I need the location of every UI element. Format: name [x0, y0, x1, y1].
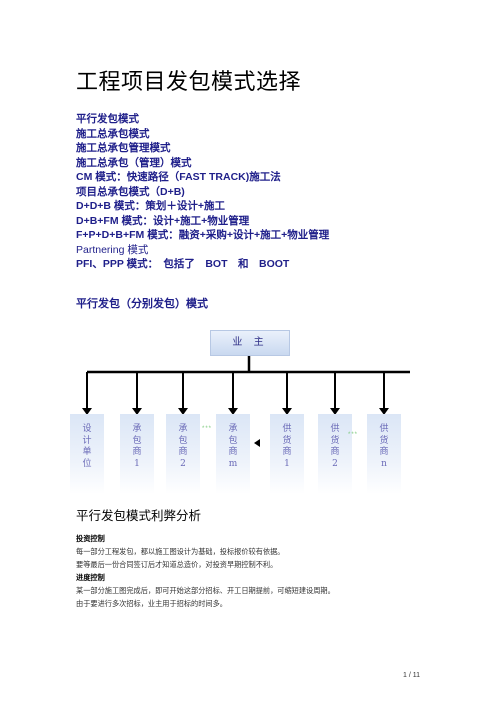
pointer-triangle: [254, 439, 260, 447]
list-item: Partnering 模式: [76, 243, 149, 256]
list-item: CM 模式：快速路径（FAST TRACK)施工法: [76, 171, 281, 183]
list-item: 施工总承包（管理）模式: [76, 156, 192, 169]
list-item: D+D+B 模式：策划＋设计+施工: [76, 200, 226, 212]
analysis-body: 投资控制 每一部分工程发包，都以施工图设计为基础，投标报价较有依据。 要等最后一…: [76, 532, 335, 610]
analysis-heading: 平行发包模式利弊分析: [76, 508, 202, 523]
paragraph-line: 某一部分施工图完成后，即可开始这部分招标、开工日期提前，可缩短建设周期。: [76, 586, 335, 595]
connector-lines: [82, 355, 410, 415]
list-item: 项目总承包模式（D+B): [76, 185, 185, 198]
list-item: D+B+FM 模式：设计+施工+物业管理: [76, 214, 250, 227]
list-item: 施工总承包管理模式: [76, 142, 171, 154]
subheading: 投资控制: [76, 534, 105, 543]
page-title: 工程项目发包模式选择: [76, 70, 302, 95]
page-number: 1 / 11: [403, 672, 420, 679]
list-item: 平行发包模式: [76, 113, 139, 125]
paragraph-line: 要等最后一份合同签订后才知道总造价，对投资早期控制不利。: [76, 560, 278, 569]
paragraph-line: 由于要进行多次招标，业主用于招标的时间多。: [76, 599, 227, 608]
owner-box: 业 主: [210, 330, 290, 356]
subheading: 进度控制: [76, 573, 105, 582]
list-item: PFI、PPP 模式： 包括了 BOT 和 BOOT: [76, 258, 290, 270]
ellipsis-dots: ***: [202, 426, 213, 432]
paragraph-line: 每一部分工程发包，都以施工图设计为基础，投标报价较有依据。: [76, 547, 285, 556]
list-item: 施工总承包模式: [76, 127, 150, 140]
ellipsis-dots: ***: [348, 432, 359, 438]
design-unit-box: 设计单位: [70, 414, 104, 494]
list-item: F+P+D+B+FM 模式：融资+采购+设计+施工+物业管理: [76, 229, 330, 241]
section-heading: 平行发包（分别发包）模式: [76, 298, 208, 310]
mode-list: 平行发包模式 施工总承包模式 施工总承包管理模式 施工总承包（管理）模式 CM …: [76, 112, 329, 272]
